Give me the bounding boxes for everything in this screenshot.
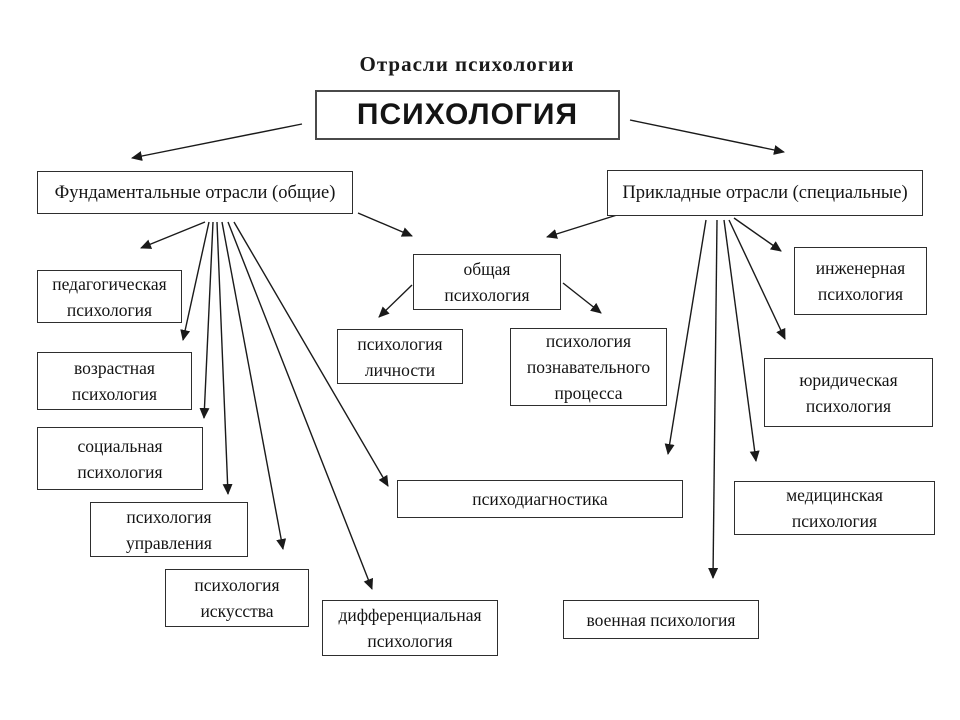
node-medical-psychology: медицинская психология — [734, 481, 935, 535]
node-military-psychology: военная психология — [563, 600, 759, 639]
node-social-psychology: социальная психология — [37, 427, 203, 490]
arrow-applied-psychodiagnostics — [664, 219, 707, 455]
arrow-fundamental-differential — [227, 221, 374, 590]
diagram-title: Отрасли психологии — [359, 52, 575, 76]
arrow-psychology-applied — [629, 119, 785, 155]
node-personality-psychology: психология личности — [337, 329, 463, 384]
node-pedagogical-psychology: педагогическая психология — [37, 270, 182, 323]
node-applied-branches: Прикладные отрасли (специальные) — [607, 170, 923, 216]
arrow-fundamental-art — [221, 221, 287, 550]
arrow-fundamental-management — [216, 221, 233, 495]
arrow-applied-legal — [728, 219, 786, 340]
arrow-general-cognitive — [562, 282, 602, 314]
arrow-applied-military — [708, 219, 719, 579]
node-differential-psychology: дифференциальная психология — [322, 600, 498, 656]
node-age-psychology: возрастная психология — [37, 352, 192, 410]
arrow-general-personality — [378, 284, 413, 318]
arrow-applied-general — [546, 214, 618, 239]
node-legal-psychology: юридическая психология — [764, 358, 933, 427]
arrow-fundamental-social — [199, 221, 214, 419]
arrow-fundamental-general — [357, 212, 413, 237]
arrow-fundamental-pedagogical — [140, 221, 206, 249]
node-management-psychology: психология управления — [90, 502, 248, 557]
arrow-fundamental-age — [180, 221, 210, 341]
node-general-psychology: общая психология — [413, 254, 561, 310]
node-cognitive-process-psychology: психология познавательного процесса — [510, 328, 667, 406]
node-psychology: ПСИХОЛОГИЯ — [315, 90, 620, 140]
arrow-applied-medical — [723, 219, 760, 462]
arrow-applied-engineering — [733, 217, 782, 252]
node-psychodiagnostics: психодиагностика — [397, 480, 683, 518]
node-fundamental-branches: Фундаментальные отрасли (общие) — [37, 171, 353, 214]
arrow-psychology-fundamental — [131, 123, 303, 161]
node-art-psychology: психология искусства — [165, 569, 309, 627]
node-engineering-psychology: инженерная психология — [794, 247, 927, 315]
